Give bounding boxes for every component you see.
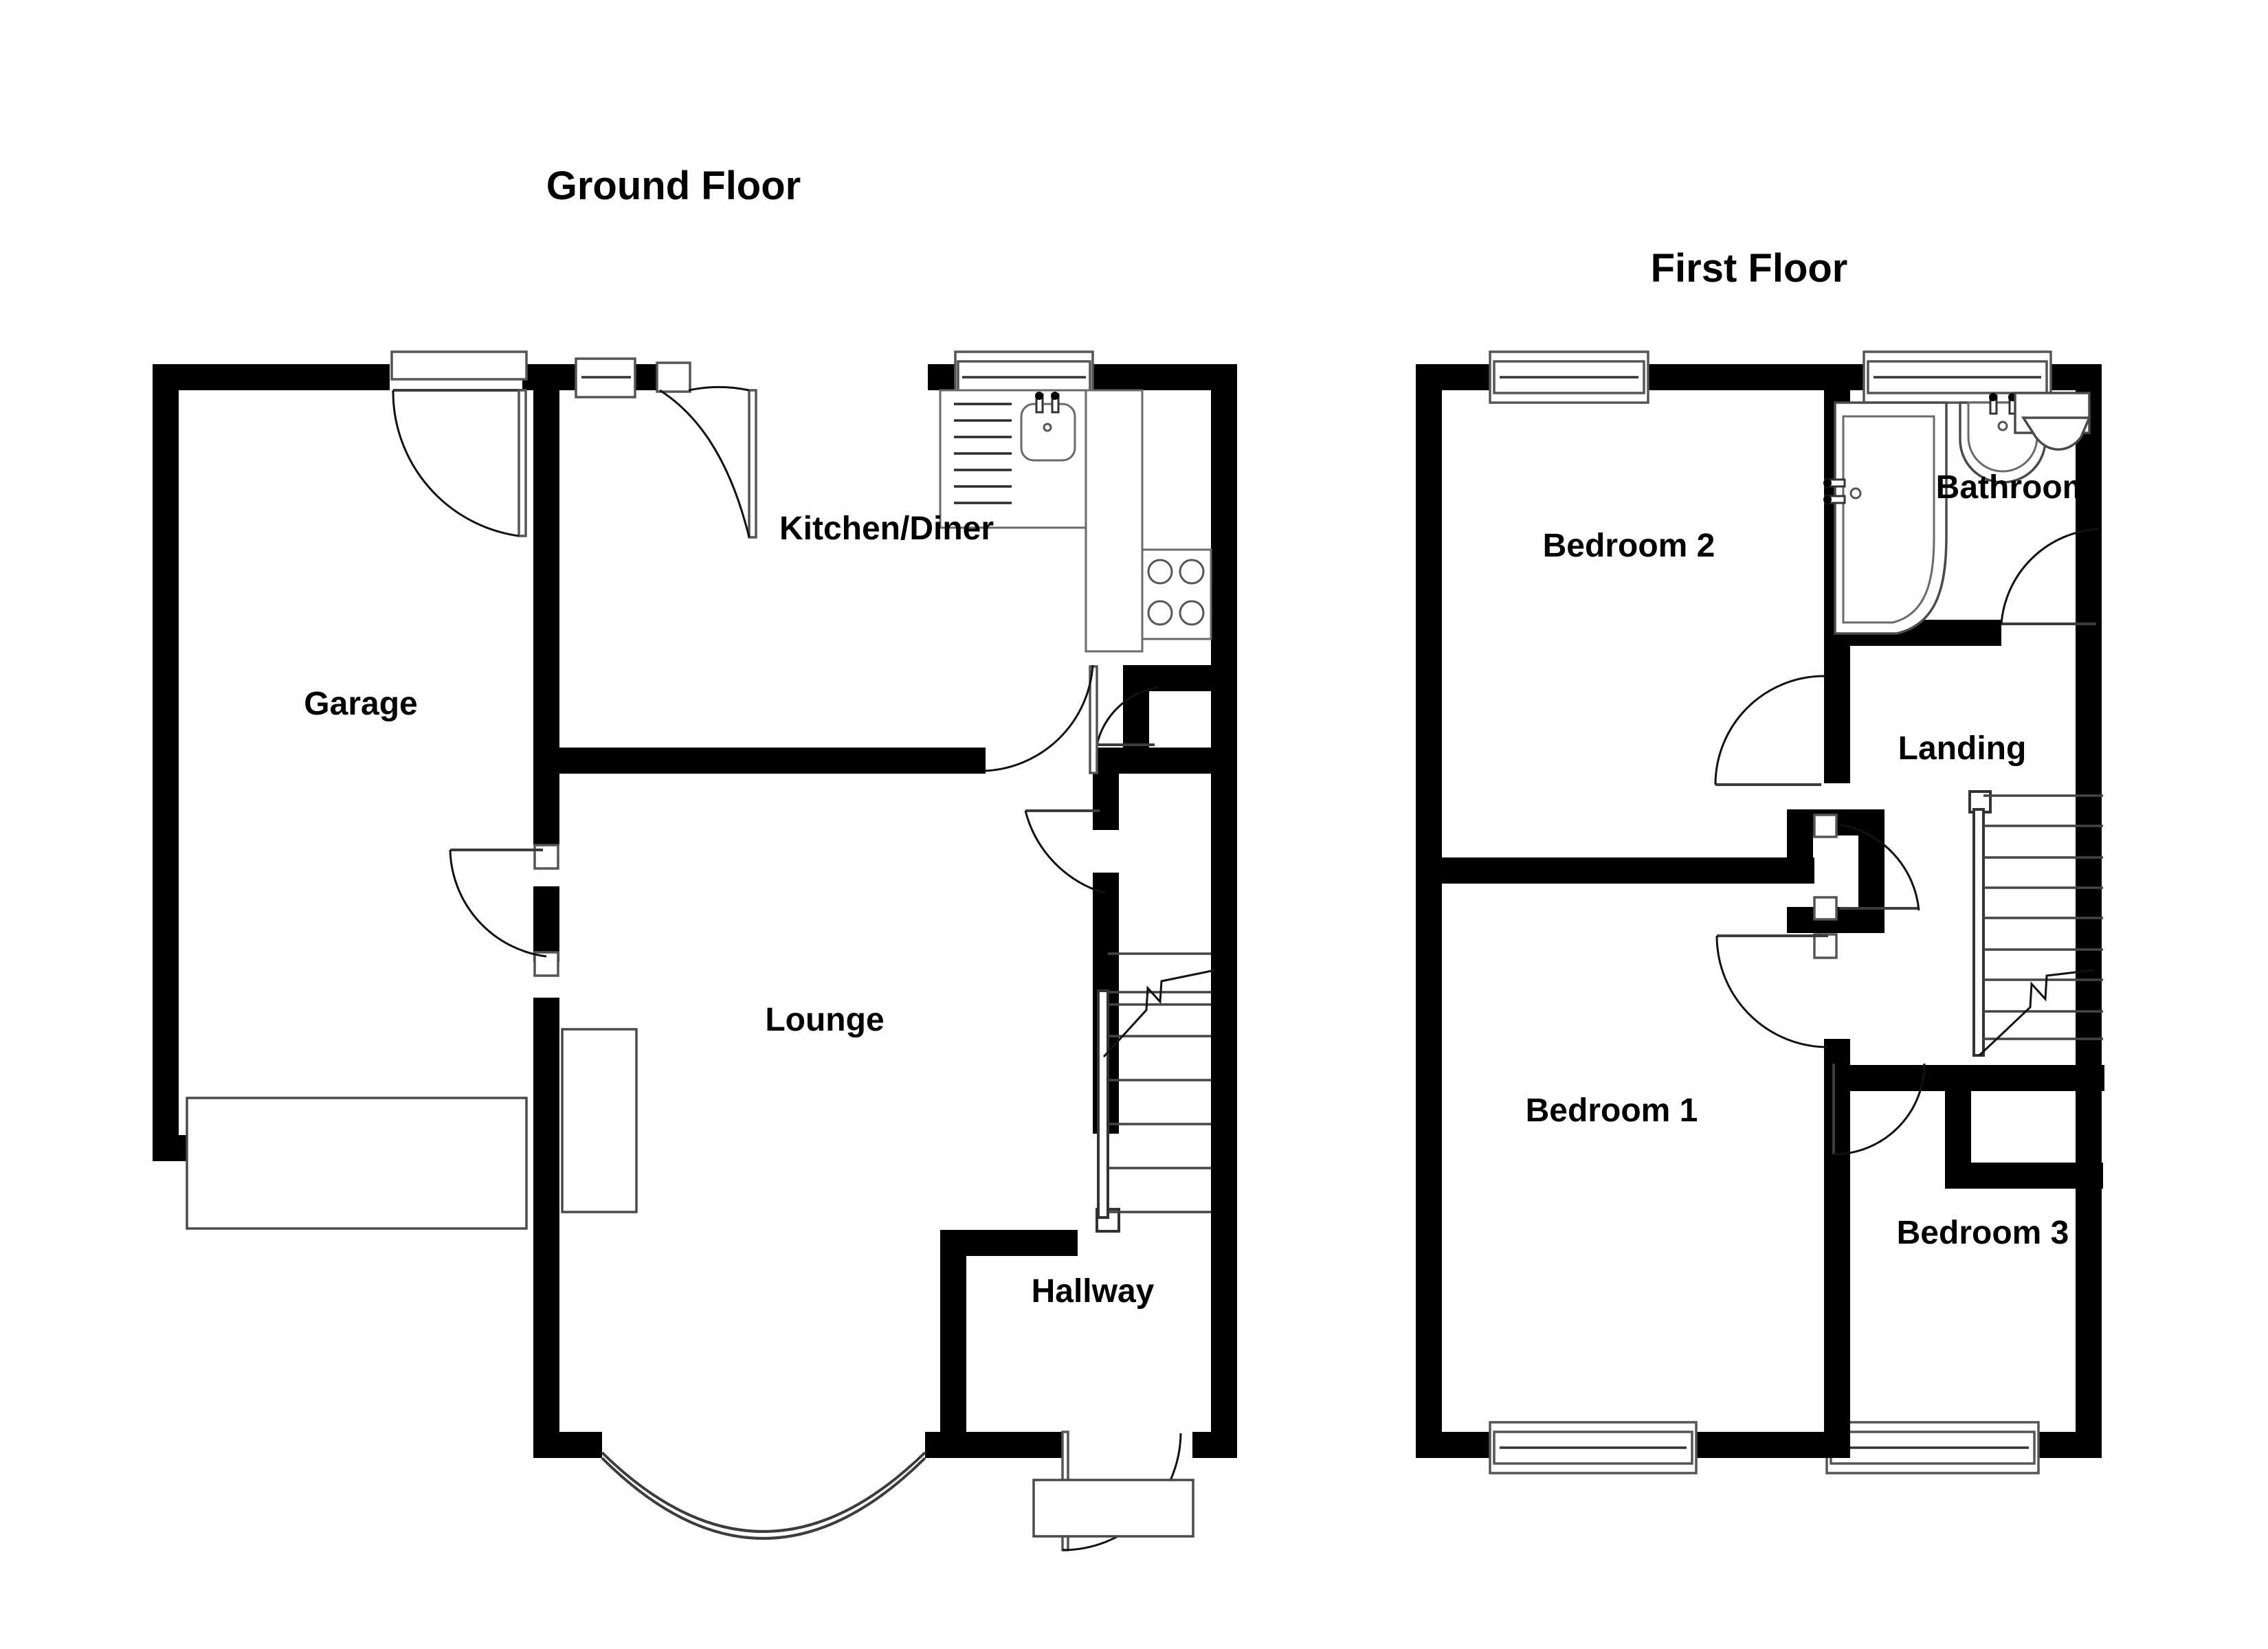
garage-side-door[interactable] xyxy=(390,350,528,537)
bedroom2-window xyxy=(1489,350,1649,404)
ground-floor-title: Ground Floor xyxy=(546,164,801,208)
room-label-bedroom3: Bedroom 3 xyxy=(1897,1215,2069,1251)
bathroom-window xyxy=(1863,350,2052,404)
ground-staircase xyxy=(1096,952,1216,1233)
first-floor-title: First Floor xyxy=(1651,246,1848,291)
room-label-bedroom2: Bedroom 2 xyxy=(1543,528,1715,564)
room-label-garage: Garage xyxy=(304,686,417,722)
kitchen-sink xyxy=(1020,392,1076,462)
lounge-to-hall-door[interactable] xyxy=(983,664,1098,774)
garage-walls xyxy=(153,364,558,1161)
first-floor-plan: Bedroom 2 Bathroom Landing Bedroom 1 Bed… xyxy=(1416,350,2104,1474)
garage-to-lounge-door[interactable] xyxy=(449,844,559,977)
room-label-bathroom: Bathroom xyxy=(1936,469,2092,506)
first-floor-internal-walls xyxy=(1416,364,2104,1458)
room-label-lounge: Lounge xyxy=(765,1002,884,1038)
kitchen-side-counter xyxy=(1085,389,1144,653)
airing-cupboard-door[interactable] xyxy=(1813,814,1920,921)
lounge-bay-window xyxy=(601,1451,926,1540)
hallway-walls xyxy=(940,1230,1078,1433)
lounge-side-window xyxy=(561,1028,638,1213)
kitchen-to-hall-door[interactable] xyxy=(1096,686,1159,746)
toilet xyxy=(2014,392,2091,451)
bedroom1-door[interactable] xyxy=(1715,933,1838,1048)
front-door[interactable] xyxy=(1032,1431,1194,1551)
ground-floor-plan: Garage Kitchen/Diner Lounge Hallway xyxy=(153,350,1237,1551)
room-label-landing: Landing xyxy=(1898,730,2027,767)
bedroom3-door[interactable] xyxy=(1832,1063,1926,1156)
bedroom3-window xyxy=(1825,1421,2040,1474)
bedroom1-window xyxy=(1489,1421,1698,1474)
garage-house-party-wall xyxy=(533,364,559,1458)
garage-door[interactable] xyxy=(186,1097,528,1230)
landing-staircase xyxy=(1968,790,2103,1057)
kitchen-small-window xyxy=(575,357,636,399)
bath xyxy=(1823,401,1948,635)
room-label-bedroom1: Bedroom 1 xyxy=(1526,1092,1698,1129)
kitchen-lounge-wall xyxy=(559,665,1212,1134)
room-label-hallway: Hallway xyxy=(1032,1273,1155,1310)
hall-to-lounge-door[interactable] xyxy=(1024,809,1106,895)
bedroom2-door[interactable] xyxy=(1714,675,1825,786)
room-label-kitchen-diner: Kitchen/Diner xyxy=(779,511,994,547)
kitchen-drainer xyxy=(954,403,1012,504)
bathroom-door[interactable] xyxy=(2000,528,2100,625)
first-floor-walls xyxy=(1416,364,2102,1458)
back-door[interactable] xyxy=(656,361,757,539)
kitchen-hob xyxy=(1141,548,1212,640)
